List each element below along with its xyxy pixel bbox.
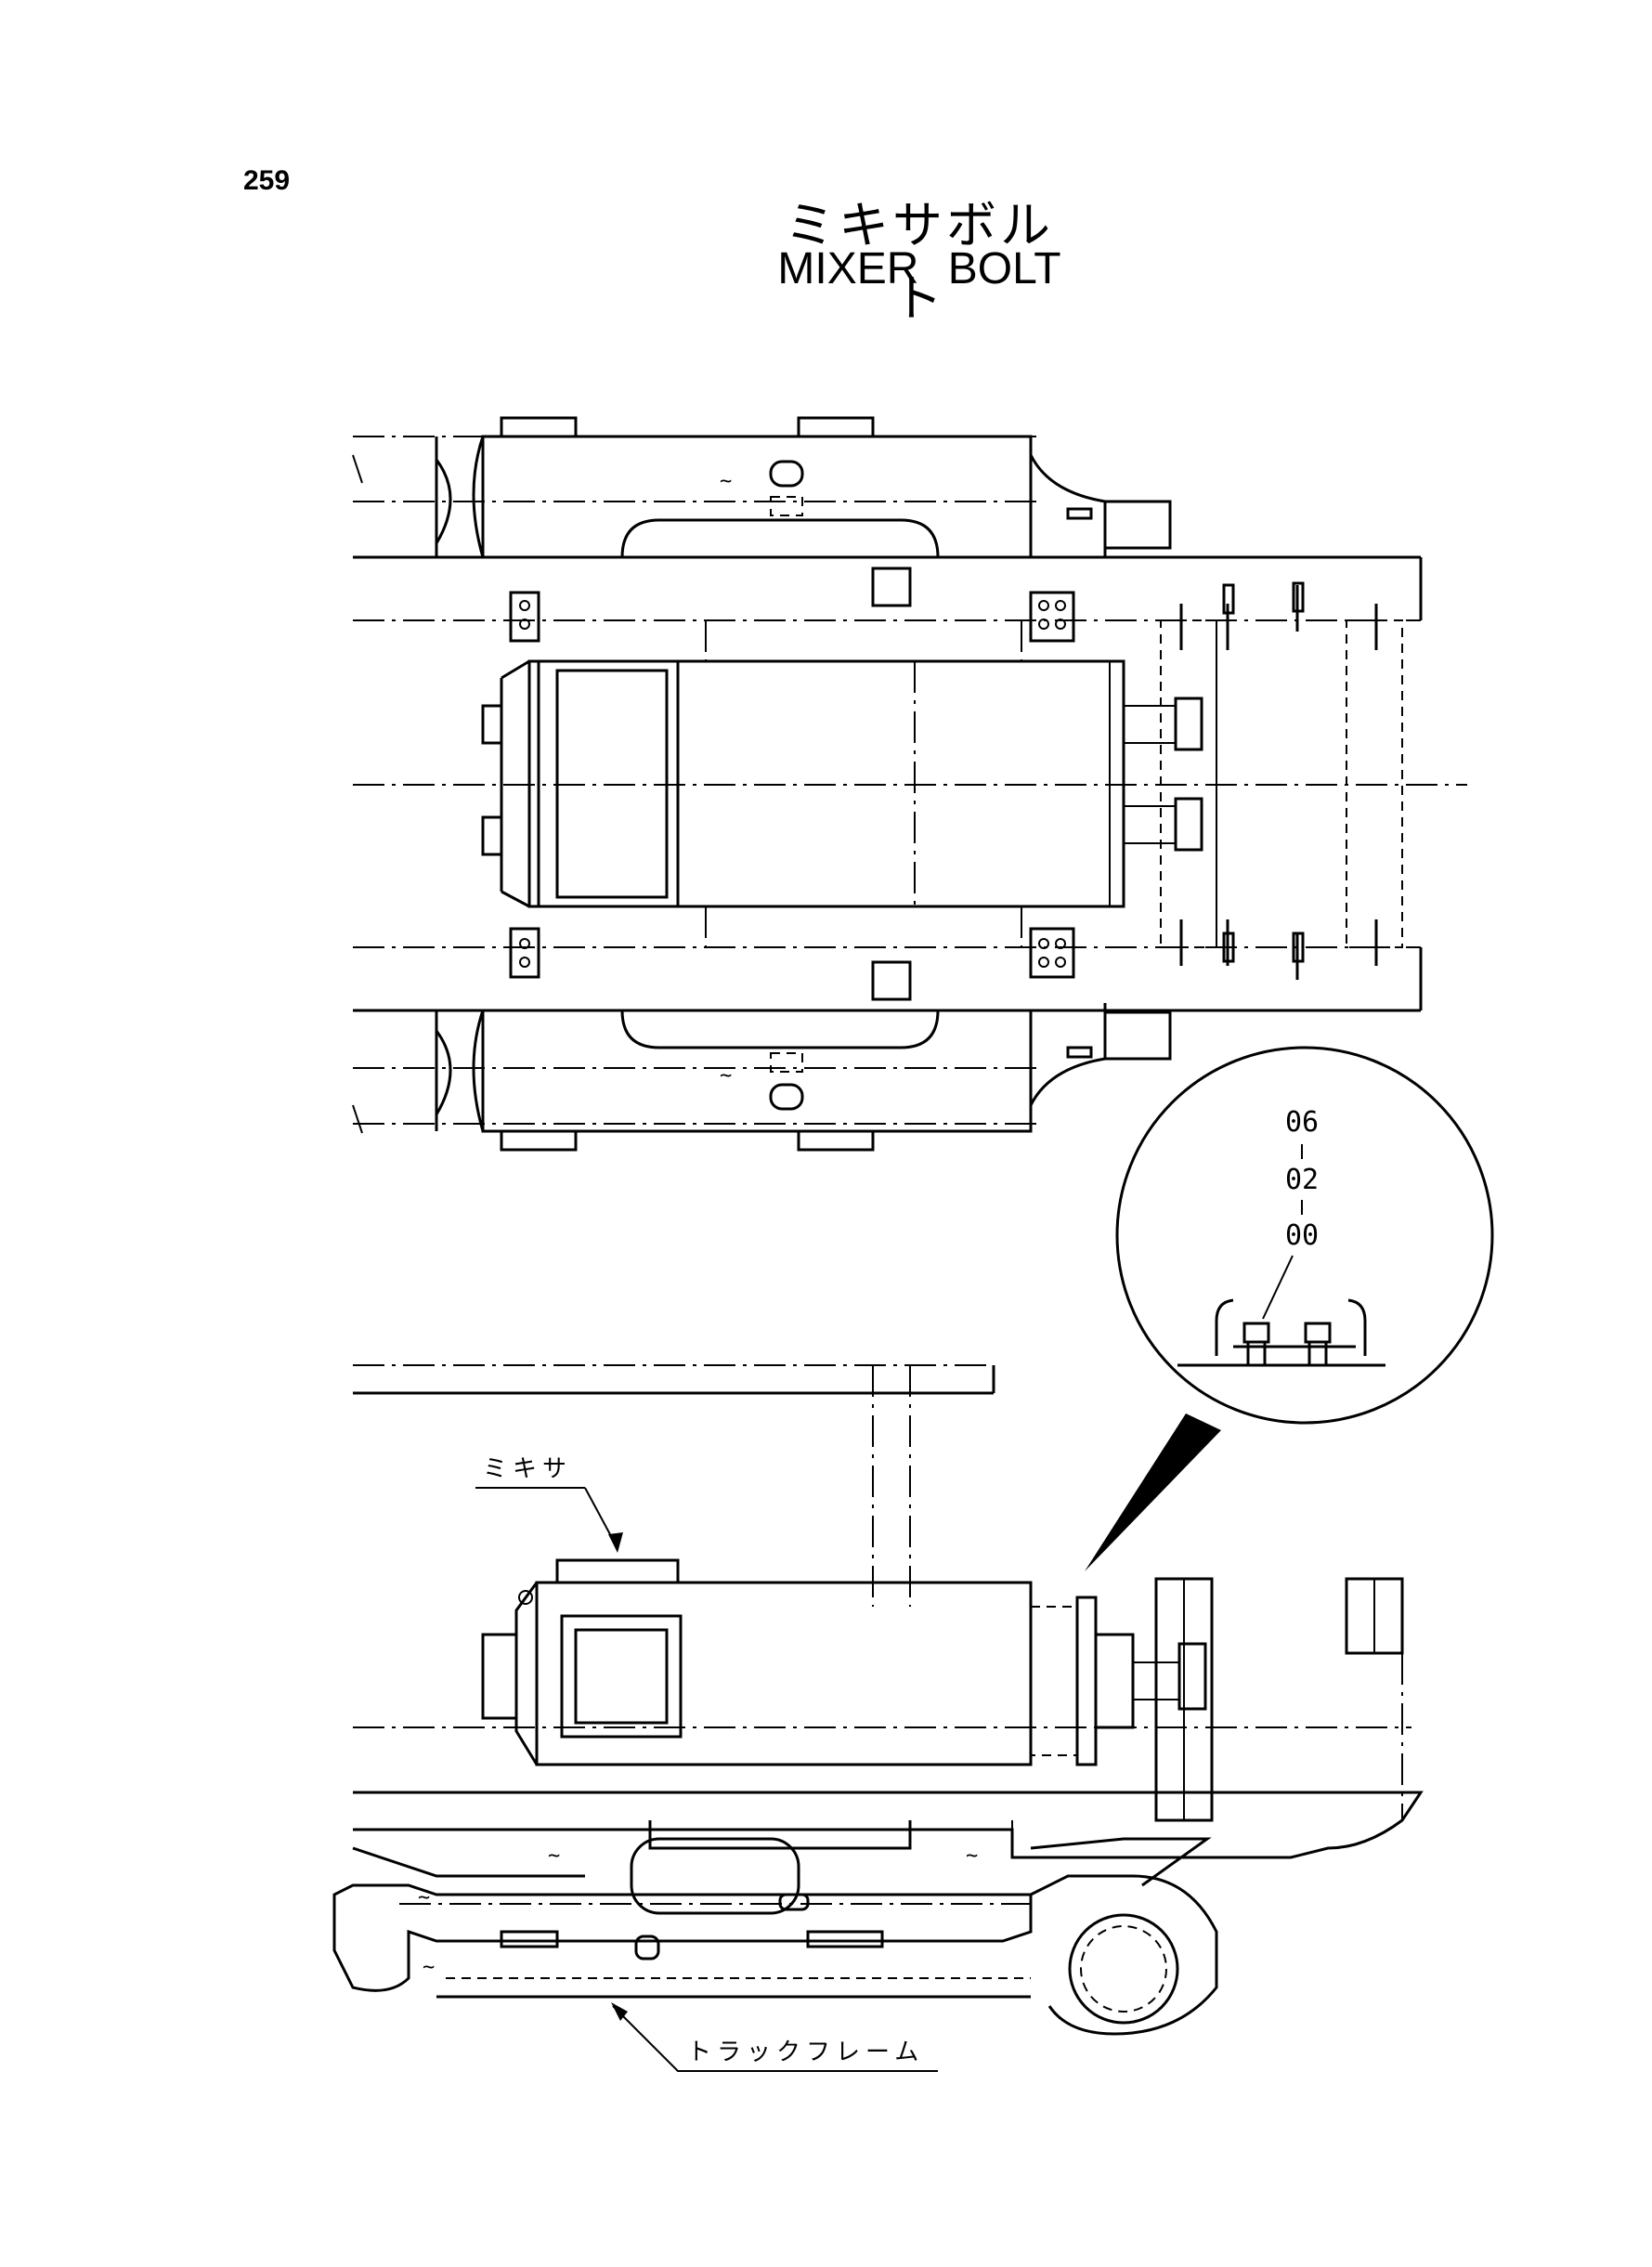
title-japanese: ミキサボルト (785, 196, 1054, 328)
page-number: 259 (243, 165, 291, 196)
svg-text:~: ~ (720, 1064, 732, 1088)
track-frame: ~ ~ ~ ~ (332, 1837, 1218, 2036)
upper-track: ~ (352, 416, 1172, 559)
rear-bracket (1124, 581, 1403, 980)
mixer-top (481, 591, 1125, 979)
lower-track: ~ (352, 1003, 1172, 1152)
detail-callout-1: 06 (1285, 1106, 1319, 1139)
mixer-label: ミキサ (483, 1455, 572, 1483)
side-view: ミキサ (332, 1364, 1424, 2072)
svg-text:~: ~ (720, 470, 732, 493)
svg-text:~: ~ (418, 1886, 430, 1909)
title-english: MIXER BOLT (777, 244, 1061, 293)
svg-text:~: ~ (423, 1956, 435, 1979)
top-view: ~ (352, 416, 1467, 1152)
svg-text:~: ~ (966, 1844, 978, 1868)
track-frame-label: トラックフレーム (687, 2039, 924, 2066)
detail-callout-3: 00 (1285, 1219, 1319, 1252)
detail-pointer (1085, 1414, 1221, 1571)
detail-callout-2: 02 (1285, 1164, 1319, 1196)
svg-text:~: ~ (548, 1844, 560, 1868)
detail-view: 06 02 00 (1085, 1046, 1494, 1571)
